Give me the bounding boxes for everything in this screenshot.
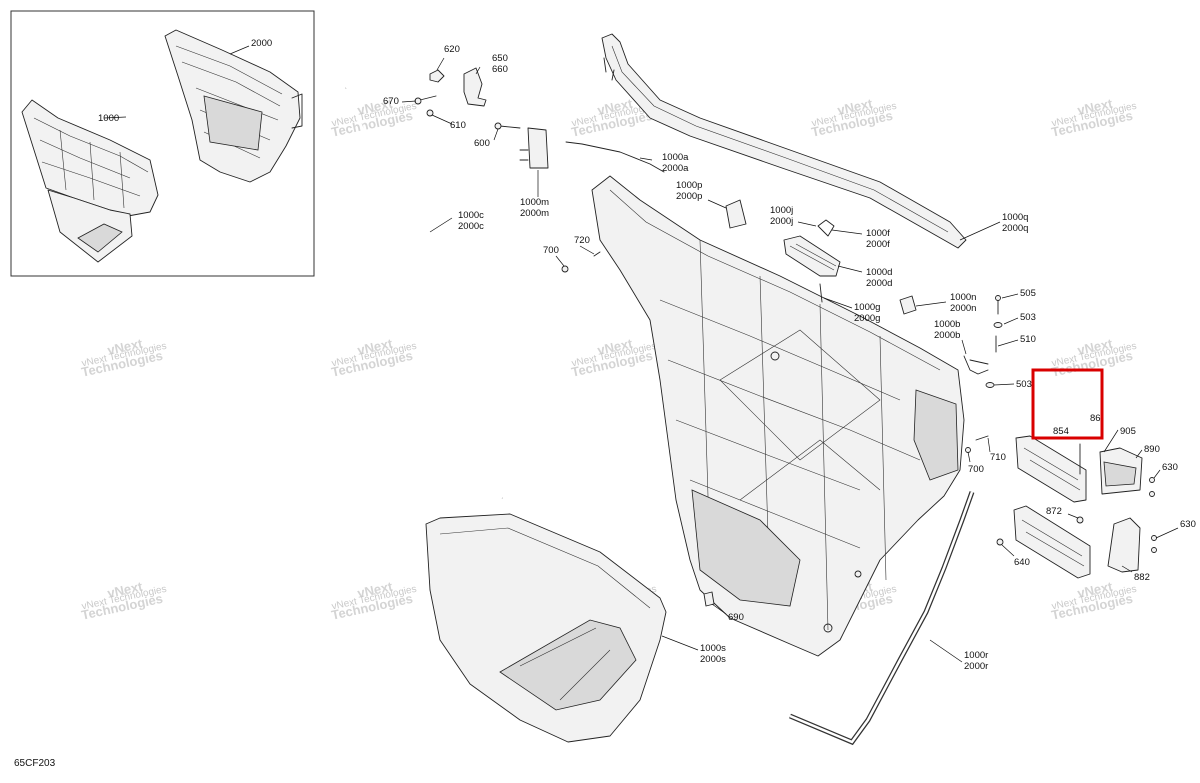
callout-1000j-line-1: 2000j — [770, 216, 793, 227]
callout-1000p-line-1: 2000p — [676, 191, 702, 202]
callout-600-line-0: 600 — [474, 138, 490, 149]
callout-1000d-line-1: 2000d — [866, 278, 892, 289]
callout-1000g-line-1: 2000g — [854, 313, 880, 324]
callout-1000s-line-1: 2000s — [700, 654, 726, 665]
lower-door-panel — [425, 513, 667, 743]
inset-view: 1000 2000 — [10, 10, 315, 277]
watermark-line1: vNext — [106, 336, 144, 358]
callout-510-line-0: 510 — [1020, 334, 1036, 345]
callout-1000r-line-1: 2000r — [964, 661, 988, 672]
callout-1000p-line-0: 1000p — [676, 180, 702, 191]
callout-872-line-0: 872 — [1046, 506, 1062, 517]
callout-1000n-line-0: 1000n — [950, 292, 976, 303]
callout-1000s-line-0: 1000s — [700, 643, 726, 654]
callout-650-line-1: 660 — [492, 64, 508, 75]
inset-frame — [10, 10, 315, 277]
callout-720-line-0: 720 — [574, 235, 590, 246]
callout-610-line-0: 610 — [450, 120, 466, 131]
callout-1000f-line-1: 2000f — [866, 239, 890, 250]
callout-1000b-line-1: 2000b — [934, 330, 960, 341]
callout-1000q-line-1: 2000q — [1002, 223, 1028, 234]
callout-1000f-line-0: 1000f — [866, 228, 890, 239]
inset-door-panel — [164, 29, 303, 183]
callout-1000m-line-1: 2000m — [520, 208, 549, 219]
callout-1000j-line-0: 1000j — [770, 205, 793, 216]
callout-905-line-0: 905 — [1120, 426, 1136, 437]
lower-weatherstrip — [789, 491, 975, 746]
watermark-line1: vNext — [1076, 579, 1114, 601]
callout-505-line-0: 505 — [1020, 288, 1036, 299]
callout-882-line-0: 882 — [1134, 572, 1150, 583]
callout-1000c-line-1: 2000c — [458, 221, 484, 232]
callout-650-line-0: 650 — [492, 53, 508, 64]
callout-1000d-line-0: 1000d — [866, 267, 892, 278]
callout-630a-line-0: 630 — [1162, 462, 1178, 473]
callout-1000q-line-0: 1000q — [1002, 212, 1028, 223]
callout-1000m-line-0: 1000m — [520, 197, 549, 208]
callout-1000b-line-0: 1000b — [934, 319, 960, 330]
callout-710-line-0: 710 — [990, 452, 1006, 463]
callout-86x-line-0: 86 — [1090, 413, 1101, 424]
watermark-line1: vNext — [836, 96, 874, 118]
inset-door-frame — [21, 99, 159, 263]
watermark-line1: vNext — [106, 579, 144, 601]
watermark-line1: vNext — [356, 336, 394, 358]
callout-854-line-0: 854 — [1053, 426, 1069, 437]
callout-1000a-line-0: 1000a — [662, 152, 689, 163]
callout-700a-line-0: 700 — [543, 245, 559, 256]
inset-callout-2000: 2000 — [251, 38, 272, 49]
upper-trim-strip — [601, 33, 967, 249]
callout-670-line-0: 670 — [383, 96, 399, 107]
callout-690-line-0: 690 — [728, 612, 744, 623]
callout-640-line-0: 640 — [1014, 557, 1030, 568]
watermark-line1: vNext — [1076, 96, 1114, 118]
left-weatherstrip — [345, 74, 503, 500]
diagram-reference: 65CF203 — [14, 758, 56, 769]
callout-700b-line-0: 700 — [968, 464, 984, 475]
small-hardware — [414, 67, 1157, 607]
callout-503a-line-0: 503 — [1020, 312, 1036, 323]
callout-1000r-line-0: 1000r — [964, 650, 988, 661]
watermark-line1: vNext — [596, 336, 634, 358]
callout-1000a-line-1: 2000a — [662, 163, 689, 174]
callout-1000n-line-1: 2000n — [950, 303, 976, 314]
watermark-line1: vNext — [356, 579, 394, 601]
callout-630b-line-0: 630 — [1180, 519, 1196, 530]
callout-1000g-line-0: 1000g — [854, 302, 880, 313]
watermark-line1: vNext — [596, 96, 634, 118]
watermark-line1: vNext — [1076, 336, 1114, 358]
highlight-box — [1031, 368, 1104, 440]
watermark-line1: vNext — [356, 96, 394, 118]
callout-890-line-0: 890 — [1144, 444, 1160, 455]
callout-1000c-line-0: 1000c — [458, 210, 484, 221]
callout-620-line-0: 620 — [444, 44, 460, 55]
callout-503b-line-0: 503 — [1016, 379, 1032, 390]
inset-callout-1000: 1000 — [98, 113, 119, 124]
leader-lines — [401, 57, 1179, 663]
main-door-frame — [591, 175, 965, 657]
